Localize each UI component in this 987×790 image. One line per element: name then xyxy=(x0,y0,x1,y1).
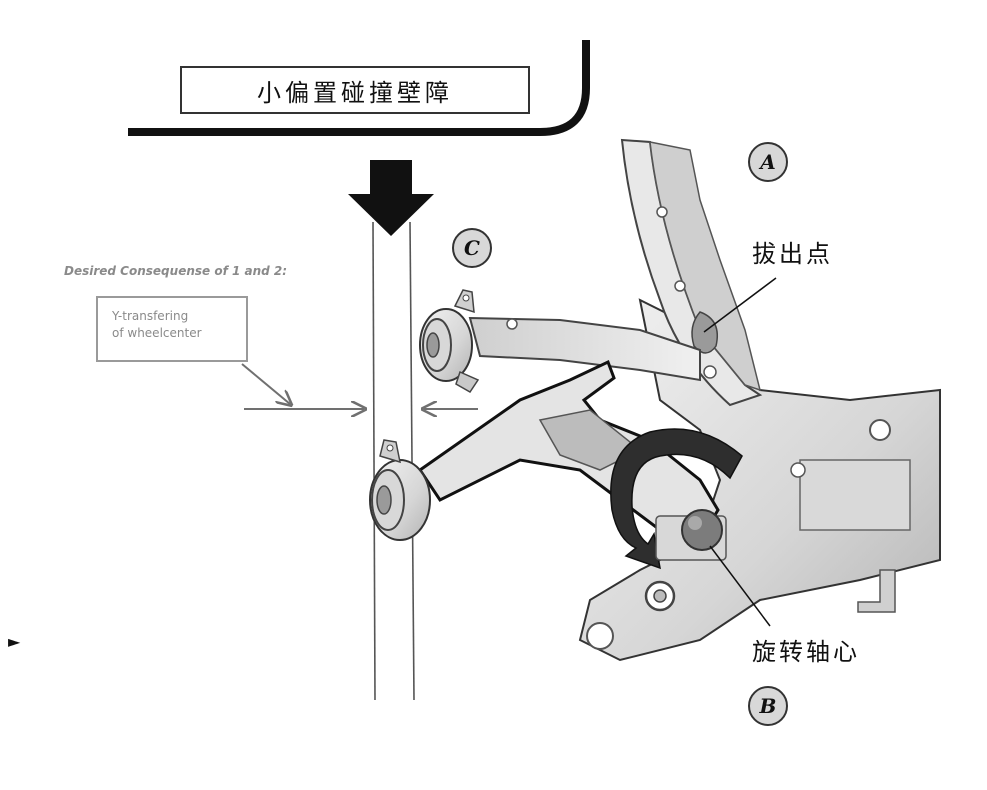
upper-wheel-hub xyxy=(419,289,480,393)
badge-c: C xyxy=(452,228,492,268)
pivot-joint xyxy=(655,509,727,561)
play-marker-icon: ► xyxy=(8,632,21,651)
upper-control-arm xyxy=(468,316,701,382)
pull-out-point-label: 拔出点 xyxy=(752,240,833,268)
lower-wheel-hub xyxy=(369,439,431,541)
barrier-label-box: 小偏置碰撞壁障 xyxy=(180,66,530,114)
transfer-line-1: Y-transfering xyxy=(112,309,189,323)
reference-line-left xyxy=(372,221,376,701)
pivot-axis-label: 旋转轴心 xyxy=(752,638,860,666)
reference-line-right xyxy=(409,221,415,701)
rotation-arrow xyxy=(610,428,743,570)
transfer-callout-arrow xyxy=(241,363,290,404)
barrier-outline xyxy=(128,40,590,136)
pull-out-leader-line xyxy=(703,277,777,333)
badge-a: A xyxy=(748,142,788,182)
transfer-line-2: of wheelcenter xyxy=(112,326,202,340)
lower-control-arm xyxy=(417,359,720,542)
badge-b: B xyxy=(748,686,788,726)
impact-force-arrow xyxy=(348,160,434,236)
wheelcenter-transfer-box: Y-transfering of wheelcenter xyxy=(96,296,248,362)
desired-consequence-caption: Desired Consequense of 1 and 2: xyxy=(64,264,288,278)
subframe-assembly xyxy=(578,138,941,662)
barrier-label: 小偏置碰撞壁障 xyxy=(257,78,453,107)
pivot-leader-line xyxy=(709,545,771,627)
